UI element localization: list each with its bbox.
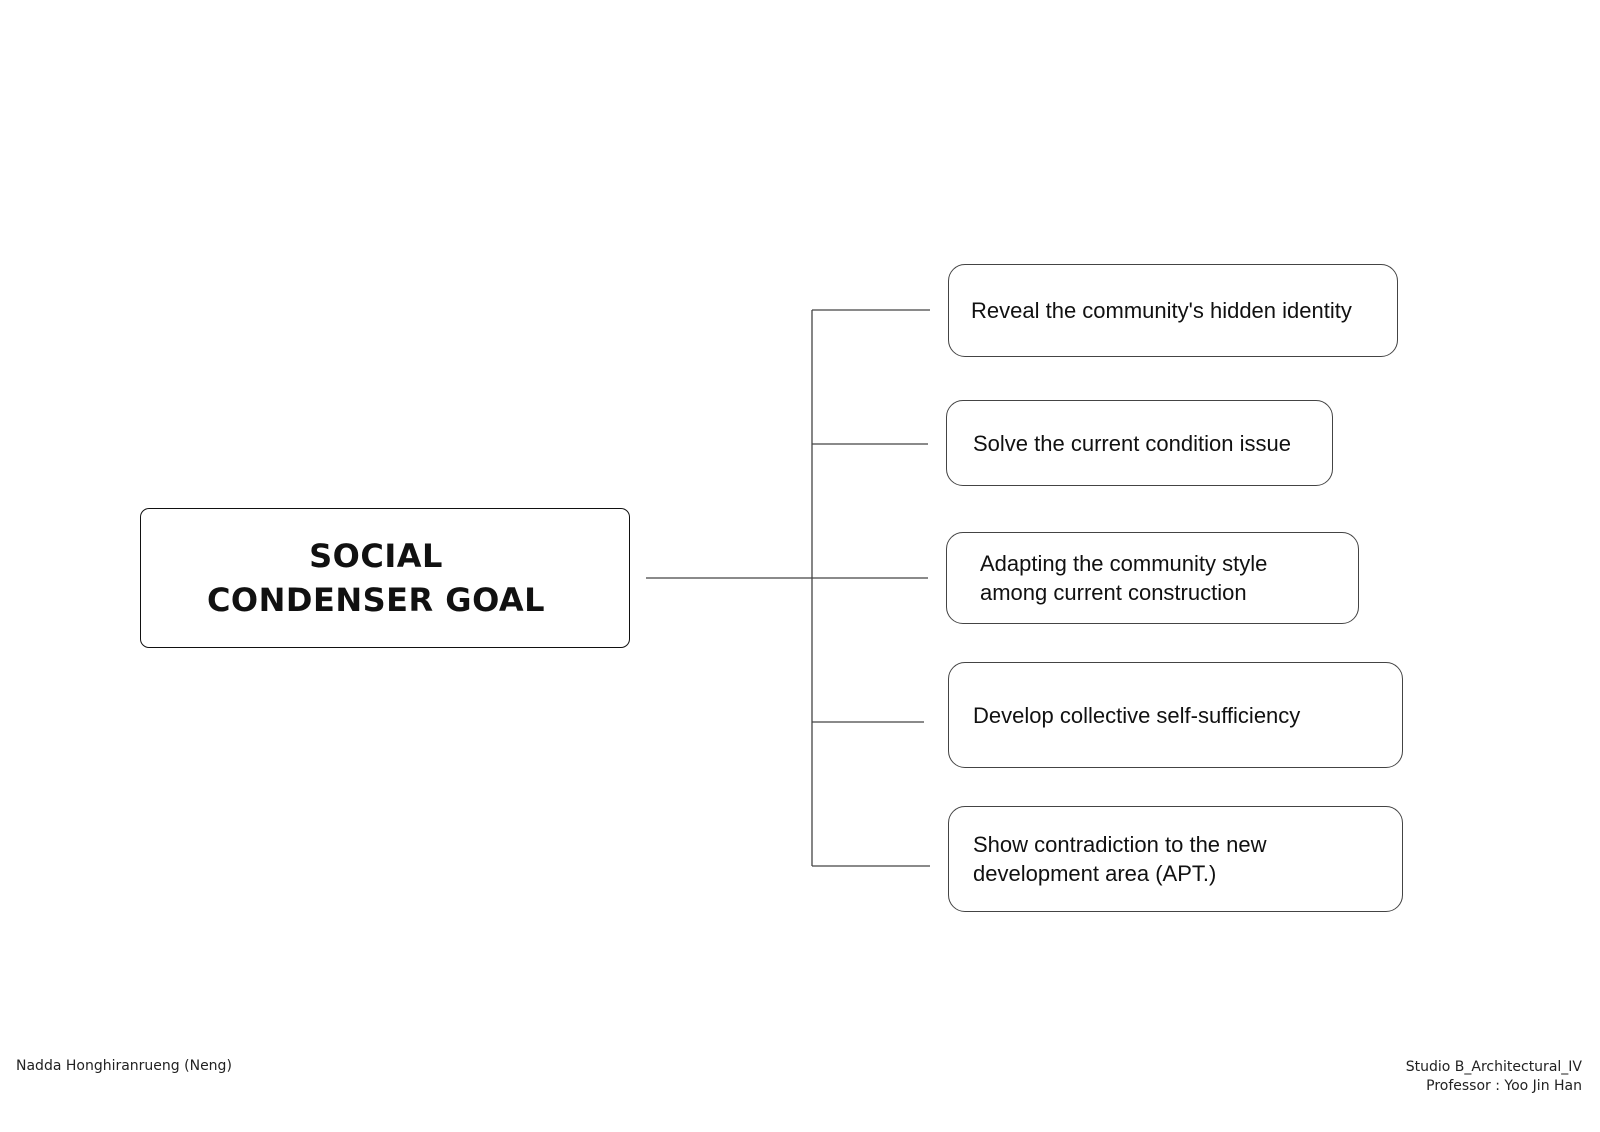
course-credit: Studio B_Architectural_IV Professor : Yo… (1406, 1058, 1582, 1096)
goal-box-self-sufficiency: Develop collective self-sufficiency (948, 662, 1403, 768)
professor-label: Professor : Yoo Jin Han (1426, 1078, 1582, 1094)
main-goal-title: SOCIAL CONDENSER GOAL (206, 537, 546, 619)
main-goal-box: SOCIAL CONDENSER GOAL (140, 508, 630, 648)
author-credit: Nadda Honghiranrueng (Neng) (16, 1058, 232, 1074)
goal-text: Adapting the community style among curre… (980, 551, 1268, 605)
goal-text: Develop collective self-sufficiency (973, 702, 1301, 728)
goal-box-current-condition: Solve the current condition issue (946, 400, 1333, 486)
goal-text: Show contradiction to the new developmen… (973, 832, 1267, 886)
goal-box-contradiction: Show contradiction to the new developmen… (948, 806, 1403, 912)
goal-box-community-style: Adapting the community style among curre… (946, 532, 1359, 624)
studio-label: Studio B_Architectural_IV (1405, 1059, 1582, 1075)
goal-text: Solve the current condition issue (973, 430, 1291, 456)
goal-box-hidden-identity: Reveal the community's hidden identity (948, 264, 1398, 357)
goal-text: Reveal the community's hidden identity (971, 298, 1352, 323)
